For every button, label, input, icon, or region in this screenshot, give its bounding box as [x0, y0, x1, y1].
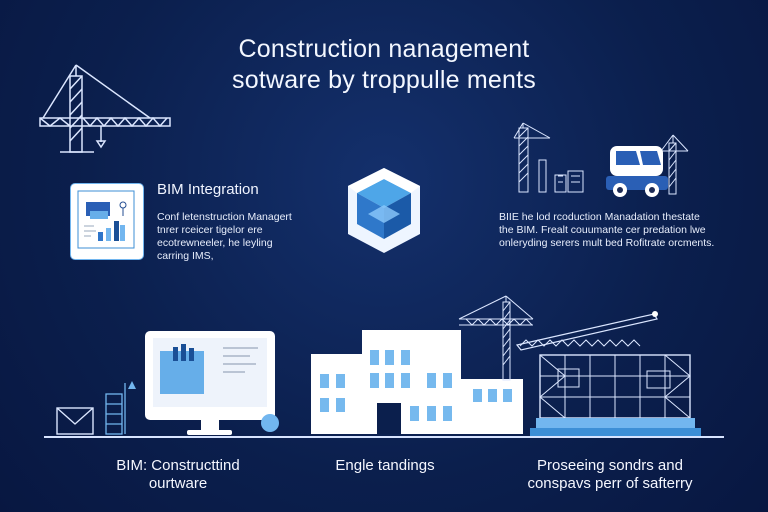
- page-title: Construction nanagement sotware by tropp…: [0, 34, 768, 96]
- building-icon: [311, 330, 523, 434]
- bottom-left-label-line-2: ourtware: [148, 475, 208, 492]
- bottom-left-label: BIM: Constructtind ourtware: [103, 457, 253, 493]
- mini-shelf-icon: [105, 381, 136, 435]
- left-text-2: tnrer rceicer tigelor ere: [157, 224, 263, 236]
- bottom-right-label-line-1: Proseeing sondrs and: [537, 457, 683, 474]
- right-text-3: onleryding serers mult bed Rofitrate orc…: [499, 237, 715, 249]
- left-heading: BIM Integration: [157, 181, 259, 198]
- right-text-2: the BIM. Frealt couumante cer predation …: [499, 224, 706, 236]
- bottom-right-label-line-2: conspavs perr of safterry: [527, 475, 693, 492]
- construction-crane-icon: [458, 295, 534, 381]
- construction-truck-icon: [606, 146, 668, 197]
- title-line-2: sotware by troppulle ments: [232, 66, 536, 94]
- desktop-monitor-icon: [145, 331, 279, 435]
- right-text-1: BIIE he lod rcoduction Manadation thesta…: [499, 211, 700, 223]
- bottom-right-label: Proseeing sondrs and conspavs perr of sa…: [521, 457, 699, 493]
- left-text-1: Conf letenstruction Managert: [157, 211, 292, 223]
- left-text-4: carring IMS,: [157, 250, 214, 262]
- bottom-left-label-line-1: BIM: Constructtind: [116, 457, 240, 474]
- title-line-1: Construction nanagement: [238, 35, 530, 63]
- left-text-3: ecotrewneeler, he leyling: [157, 237, 273, 249]
- small-crane-group: [513, 122, 689, 195]
- mail-icon: [56, 407, 94, 435]
- site-frame-icon: [515, 311, 701, 436]
- bottom-center-label: Engle tandings: [335, 457, 435, 474]
